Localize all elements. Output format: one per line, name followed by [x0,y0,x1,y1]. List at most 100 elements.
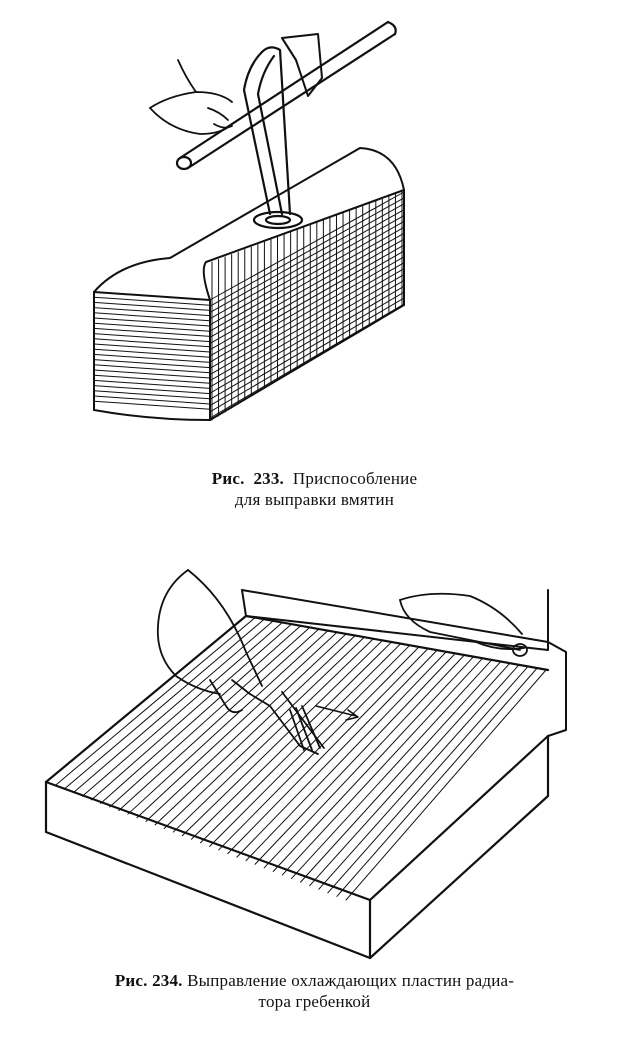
fin-grid-row [209,238,405,351]
cooling-fin [136,631,338,819]
fin-line [93,343,211,353]
fin-line [93,395,211,405]
fin-grid-row [209,244,405,357]
cooling-fin [318,664,520,890]
fin-grid-row [209,262,405,376]
direction-arrow [315,705,359,721]
figure-233-label: Рис. [211,469,245,488]
cooling-fin [254,653,456,865]
radiator-fins-side [209,189,405,421]
fin-grid-row [209,274,405,388]
fin-grid-row [209,232,405,344]
figure-234-caption-text2: тора гребенкой [258,992,371,1011]
fin-grid-row [209,203,405,313]
cooling-fin [200,643,402,844]
cooling-fin [345,669,547,901]
cooling-fin [45,615,247,783]
fin-grid-row [209,303,405,419]
fin-grid-row [209,220,405,332]
dent-straightening-drawing [93,20,405,421]
pivot-block [281,33,323,97]
back-plate [241,589,567,737]
lever-bar [175,20,397,171]
fin-grid-row [209,197,405,307]
radiator-fins-front [93,291,211,410]
cooling-fin [127,630,329,815]
figure-234-illustration [0,560,629,970]
fin-line [93,296,211,306]
fin-grid-row [209,285,405,400]
cooling-fin [290,659,492,880]
figure-233-caption-text2: для выправки вмятин [234,490,395,509]
fin-line [93,369,211,379]
cooling-fin [145,633,347,822]
hand-with-comb [156,569,325,755]
fin-grid-row [209,250,405,363]
cooling-fin [90,623,292,801]
fin-line [93,359,211,369]
fin-line [93,317,211,327]
cooling-fin [100,625,302,804]
cooling-fin [172,638,374,833]
figure-233-caption-text1: Приспособление [292,469,418,488]
fin-line [93,379,211,389]
fin-line [93,348,211,358]
fin-grid-row [209,297,405,413]
fin-line [93,312,211,322]
cooling-fin [72,620,274,794]
cooling-fin [227,648,429,855]
cooling-fin [81,622,283,797]
figure-233-number: 233. [253,469,285,488]
fin-grid-row [209,279,405,394]
fin-line [93,390,211,400]
fin-line [93,338,211,348]
fin-grid-row [209,268,405,382]
fin-line [93,385,211,395]
figure-234-caption: Рис. 234. Выправление охлаждающих пласти… [0,970,629,1012]
cooling-fin [336,667,538,897]
fin-grid-row [209,209,405,320]
fin-line [93,374,211,384]
cooling-fin [109,626,311,808]
cooling-fin [327,666,529,894]
fin-line [93,333,211,343]
fin-line [93,327,211,337]
cooling-fin [245,651,447,862]
figure-234-caption-text1: Выправление охлаждающих пластин радиа- [187,971,515,990]
fin-line [93,307,211,317]
fin-line [93,301,211,311]
fin-grid-row [209,291,405,407]
cooling-fin [118,628,320,812]
cooling-fin [236,649,438,858]
cooling-fin [63,618,265,790]
fin-grid-row [209,226,405,338]
fin-grid-row [209,215,405,326]
fin-line [93,322,211,332]
fin-grid-row [209,256,405,369]
fin-grid-row [209,191,405,301]
cooling-fin [281,658,483,876]
figure-233-caption: Рис. 233. Приспособление для выправки вм… [0,468,629,510]
right-hand [399,592,528,657]
cooling-fin [272,656,474,872]
hook-rod [242,46,304,230]
cooling-fin [190,641,392,840]
cooling-fin [154,635,356,826]
cooling-fin [181,640,383,837]
cooling-fin [54,617,256,787]
fin-line [93,364,211,374]
cooling-fins [45,615,547,901]
caption-233-line1: Рис. 233. Приспособление [0,468,629,489]
figure-233-illustration [0,0,629,460]
caption-234-line1: Рис. 234. Выправление охлаждающих пласти… [0,970,629,991]
fin-line [93,353,211,363]
cooling-fin [300,661,502,883]
fin-line [93,291,211,301]
cooling-fin [309,662,511,887]
figure-234-label: Рис. 234. [114,971,183,990]
fin-comb-drawing [44,569,567,960]
cooling-fin [218,646,420,851]
fin-line [93,400,211,410]
fin-block [44,614,550,960]
hand-sketch [149,59,233,135]
